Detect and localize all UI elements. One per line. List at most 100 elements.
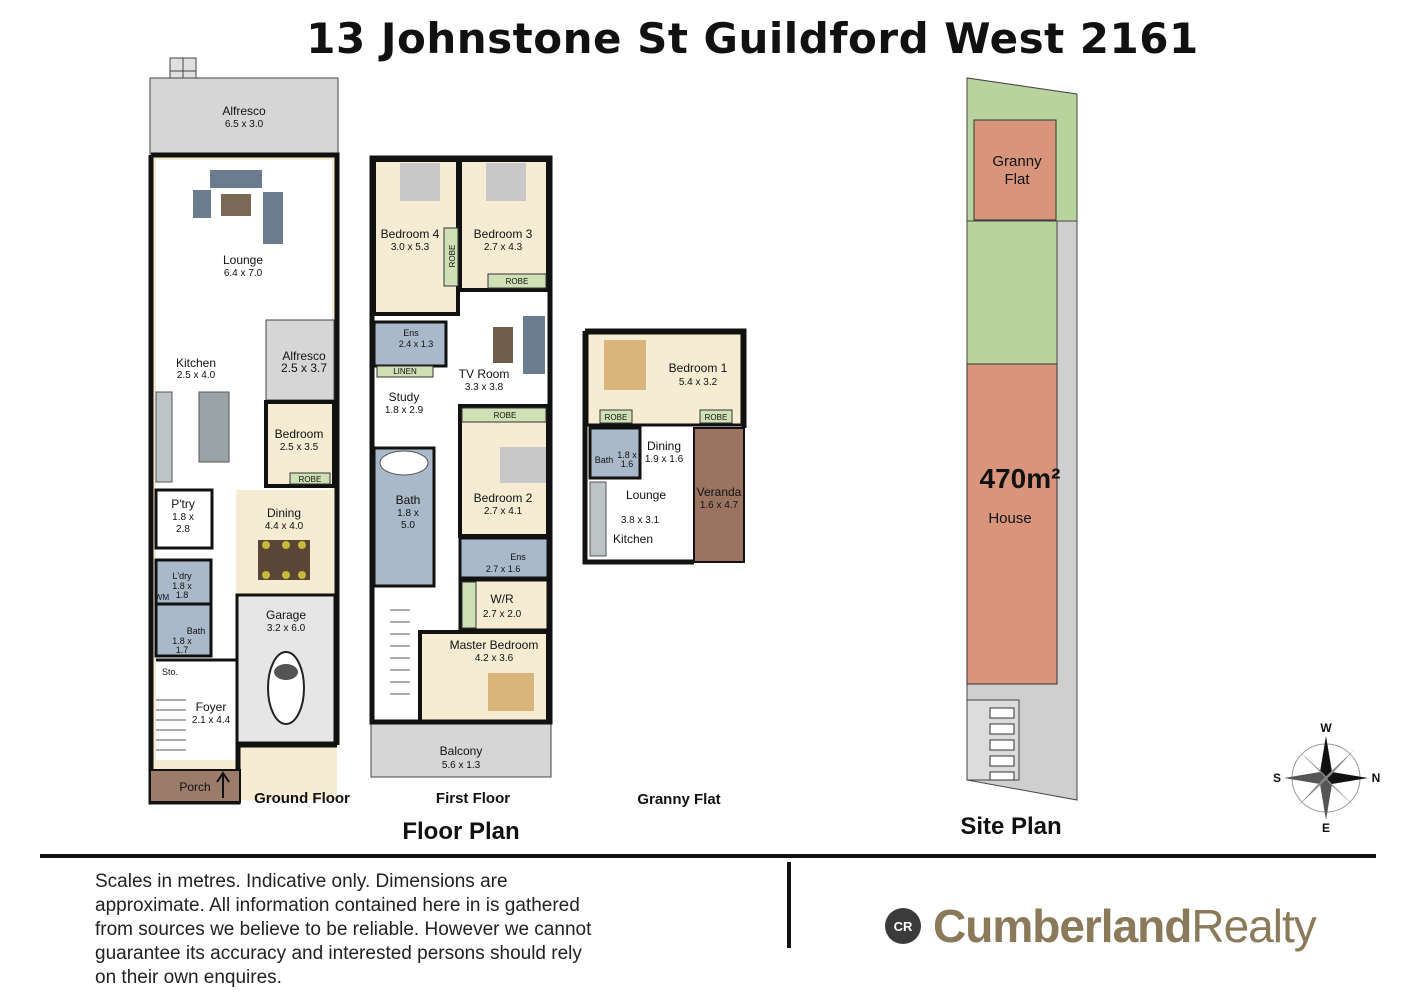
room-dims: 1.8 [176,590,189,600]
granny-bath [588,426,642,480]
room-dims: 5.0 [401,520,415,531]
room-dims: 4.4 x 4.0 [265,521,304,532]
room-label: Porch [179,780,210,794]
room-label: Alfresco [282,349,326,363]
room-label: Ens [510,552,526,562]
site-middle-yard [966,220,1058,365]
robe-label: ROBE [705,413,728,422]
robe-label: ROBE [506,277,529,286]
page-title: 13 Johnstone St Guildford West 2161 [306,14,1199,63]
room-label: Bath [187,626,206,636]
bed-icon [488,673,534,711]
room-dims: 2.7 x 4.1 [484,506,523,517]
room-dims: 5.6 x 1.3 [442,760,481,771]
logo-word-cumberland: Cumberland [933,900,1192,952]
site-granny-label: Flat [1004,171,1030,188]
ground-floor-caption: Ground Floor [254,790,350,807]
site-plan: Granny Flat 470m² House Site Plan [960,77,1078,840]
room-dims: 4.2 x 3.6 [475,653,514,664]
robe [599,409,633,424]
kitchen-bench [589,481,607,557]
first-floor: Bedroom 4 3.0 x 5.3 Bedroom 3 2.7 x 4.3 … [369,155,553,778]
bed-icon [486,163,526,201]
room-label: Dining [267,506,301,520]
room-label: Bedroom 3 [474,227,533,241]
site-area: 470m² [980,463,1061,494]
room-dims: 2.5 x 3.7 [281,361,327,375]
veranda [693,427,745,563]
floor-plan-caption: Floor Plan [402,818,519,845]
room-label: Dining [647,439,681,453]
robe [461,407,547,423]
ground-robe [289,472,331,485]
room-label: L'dry [172,571,192,581]
room-dims: 2.8 [176,524,190,535]
room-dims: 1.6 [621,459,634,469]
room-label: Bedroom 1 [669,361,728,375]
room-label: Veranda [697,485,742,499]
room-label: Bath [595,455,614,465]
room-dims: 6.4 x 7.0 [224,268,263,279]
room-dims: 1.8 x [172,581,192,591]
room-label: Bath [396,493,421,507]
wm-label: WM [155,593,170,602]
robe-label: ROBE [494,411,517,420]
compass-s: S [1273,771,1281,785]
entry-arrow-icon [216,771,230,783]
room-dims: 2.5 x 4.0 [177,370,216,381]
room-label: Bedroom 2 [474,491,533,505]
room-dims: 2.7 x 2.0 [483,609,522,620]
robe-label: ROBE [448,245,457,268]
room-dims: 3.8 x 3.1 [621,515,660,526]
bed-icon [400,163,440,201]
room-dims: 2.7 x 4.3 [484,242,523,253]
room-label: Bedroom 4 [381,227,440,241]
linen [376,365,434,378]
room-label: Ens [403,328,419,338]
room-dims: 5.4 x 3.2 [679,377,718,388]
first-floor-caption: First Floor [436,790,510,807]
room-label: Master Bedroom [450,638,539,652]
granny-flat-caption: Granny Flat [637,791,720,808]
site-granny-label: Granny [992,153,1042,170]
room-dims: 2.1 x 4.4 [192,715,231,726]
room-label: Lounge [626,488,666,502]
pantry [154,488,214,550]
car-icon [267,651,305,725]
logo-word-realty: Realty [1191,900,1316,952]
room-dims: 2.4 x 1.3 [399,339,434,349]
room-dims: 2.7 x 1.6 [486,564,521,574]
room-dims: 1.8 x [172,636,192,646]
room-dims: 1.9 x 1.6 [645,454,684,465]
compass-n: N [1372,771,1381,785]
disclaimer-text: Scales in metres. Indicative only. Dimen… [95,871,592,988]
room-label: Kitchen [176,356,216,370]
company-logo: CR Cumberland Realty [885,898,1317,954]
room-label: P'try [171,497,195,511]
room-label: Study [389,390,420,404]
compass-e: E [1322,821,1330,835]
room-dims: 1.8 x [397,508,419,519]
room-dims: 3.3 x 3.8 [465,382,504,393]
robe-label: ROBE [605,413,628,422]
ground-bedroom [264,400,336,488]
room-dims: 1.6 x 4.7 [700,500,739,511]
sofa-icon [210,170,262,188]
room-label: Kitchen [613,532,653,546]
logo-badge: CR [885,908,921,944]
room-label: Garage [266,608,306,622]
ground-floor: Alfresco 6.5 x 3.0 Lounge 6.4 x 7.0 Kitc… [148,57,340,805]
site-plan-caption: Site Plan [960,813,1061,840]
robe-label: ROBE [299,475,322,484]
robe [699,409,733,424]
room-label: Lounge [223,253,263,267]
room-label: Alfresco [222,104,266,118]
linen-label: LINEN [393,367,417,376]
room-label: Foyer [196,700,227,714]
room-dims: 6.5 x 3.0 [225,119,264,130]
bed-icon [604,340,646,390]
room-label: Balcony [440,744,483,758]
room-label: Sto. [162,667,178,677]
room-dims: 1.8 x [617,450,637,460]
